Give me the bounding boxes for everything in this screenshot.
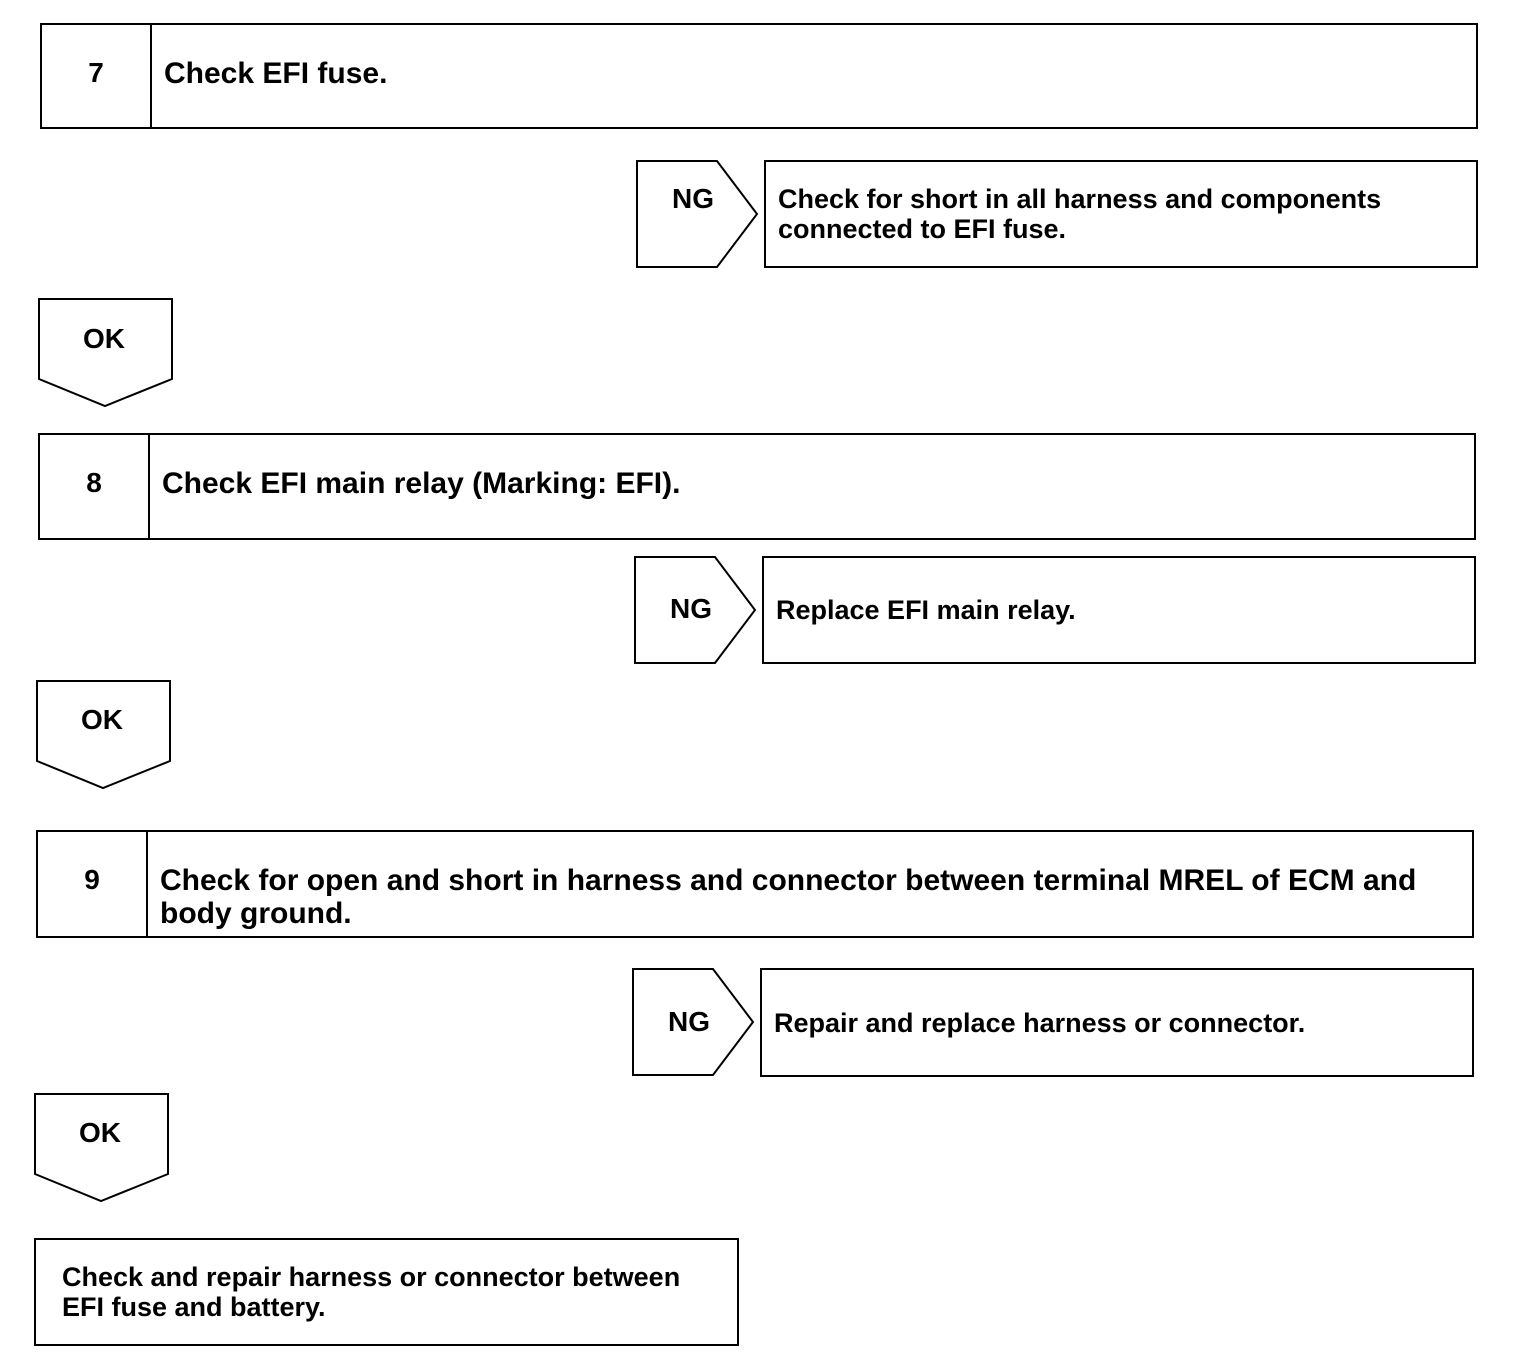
ok-label-9: OK: [79, 1117, 121, 1148]
ng-label-8: NG: [670, 593, 712, 624]
ng-label-9: NG: [668, 1006, 710, 1037]
step-9-box: 9 Check for open and short in harness an…: [36, 830, 1474, 938]
ng-arrow-shape-9: [632, 968, 755, 1076]
step-8-box: 8 Check EFI main relay (Marking: EFI).: [38, 433, 1476, 540]
ng-result-9: Repair and replace harness or connector.: [760, 968, 1474, 1077]
ok-arrow-shape-9: [34, 1093, 169, 1203]
ng-arrow-shape-8: [634, 556, 757, 664]
ok-label-8: OK: [81, 704, 123, 735]
ok-arrow-shape-7: [38, 298, 173, 408]
ok-label-7: OK: [83, 323, 125, 354]
step-9-number: 9: [38, 832, 148, 936]
step-8-text: Check EFI main relay (Marking: EFI).: [162, 467, 681, 500]
step-7-number: 7: [42, 25, 152, 127]
ng-label-7: NG: [672, 183, 714, 214]
step-8-number: 8: [40, 435, 150, 538]
ng-result-7: Check for short in all harness and compo…: [764, 160, 1478, 268]
step-7-box: 7 Check EFI fuse.: [40, 23, 1478, 129]
ok-arrow-shape-8: [36, 680, 171, 790]
step-9-text: Check for open and short in harness and …: [160, 864, 1417, 930]
ng-arrow-shape-7: [636, 160, 759, 268]
step-7-text: Check EFI fuse.: [164, 57, 388, 90]
ng-result-8: Replace EFI main relay.: [762, 556, 1476, 664]
final-result-box: Check and repair harness or connector be…: [34, 1238, 739, 1346]
